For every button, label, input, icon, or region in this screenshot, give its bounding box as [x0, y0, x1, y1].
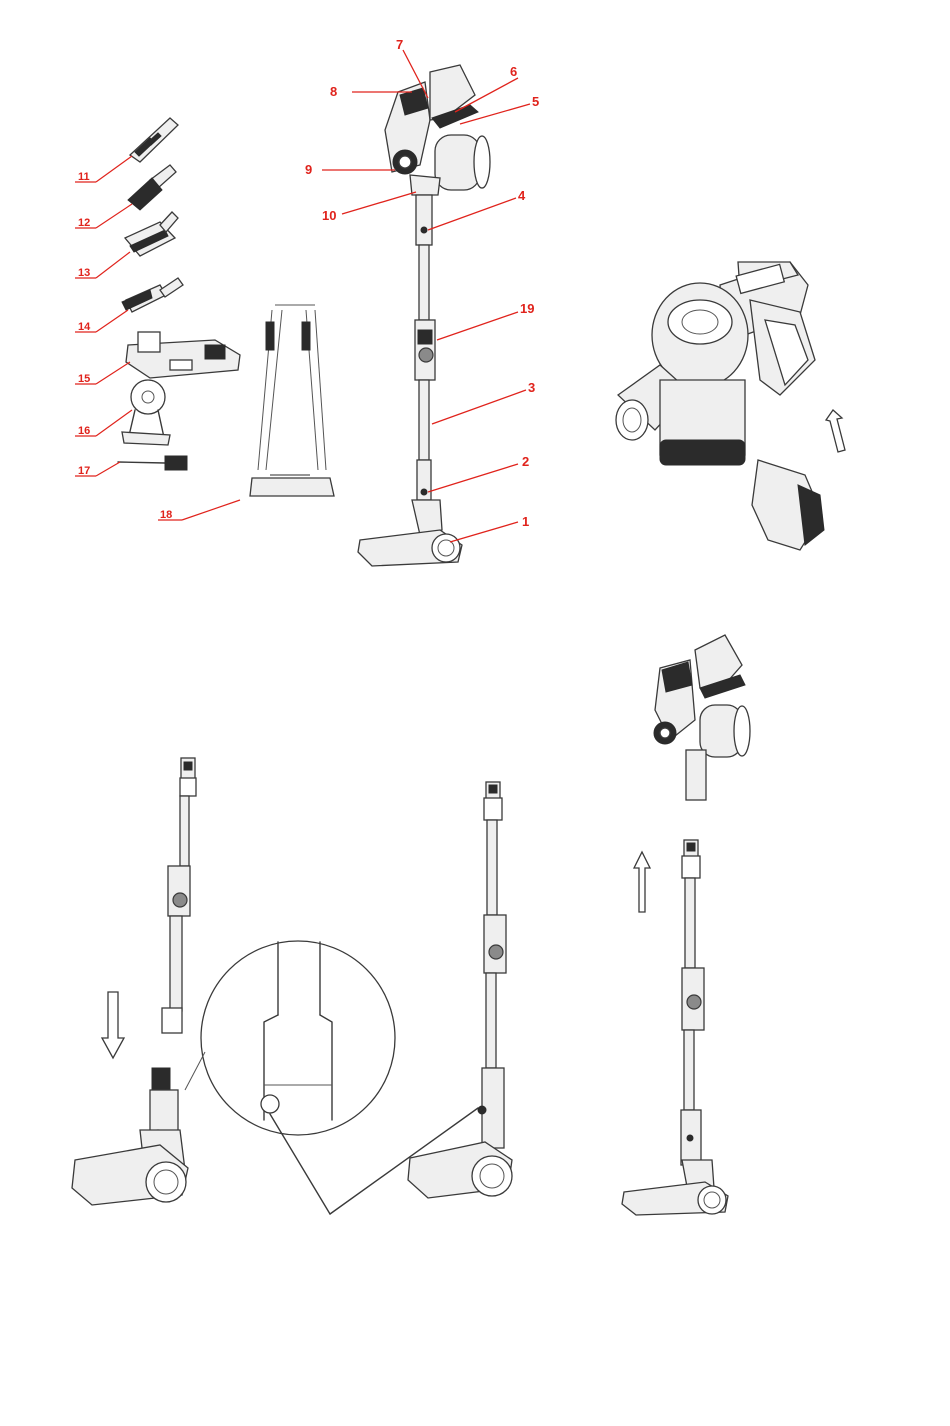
direction-arrow-up-right [826, 410, 845, 452]
callout-1: 1 [522, 514, 529, 529]
tube-assembly-step-1 [162, 758, 196, 1033]
callout-10: 10 [322, 208, 336, 223]
handheld-unit-side [654, 635, 750, 800]
callout-7: 7 [396, 37, 403, 52]
accessory-motorized-mini-head [125, 212, 178, 256]
direction-arrow-down [102, 992, 124, 1058]
callout-11: 11 [78, 171, 90, 183]
accessory-dust-brush [122, 278, 183, 312]
callout-13: 13 [78, 267, 90, 279]
callout-19: 19 [520, 301, 534, 316]
direction-arrow-up [634, 852, 650, 912]
tube-assembly-step-3 [622, 840, 728, 1215]
callout-15: 15 [78, 373, 90, 385]
accessory-mini-brush [128, 165, 176, 210]
callout-17: 17 [78, 465, 90, 477]
callout-12: 12 [78, 217, 90, 229]
callout-2: 2 [522, 454, 529, 469]
callout-9: 9 [305, 162, 312, 177]
callout-16: 16 [78, 425, 90, 437]
floor-brush [358, 500, 462, 566]
callout-18: 18 [160, 509, 172, 521]
tube-assembly-step-2 [408, 782, 512, 1198]
handheld-battery-insert [616, 262, 824, 550]
callout-14: 14 [78, 321, 91, 333]
callout-8: 8 [330, 84, 337, 99]
callout-4: 4 [518, 188, 526, 203]
extension-tube [415, 195, 435, 500]
callout-5: 5 [532, 94, 539, 109]
accessory-charger-cable [118, 456, 187, 470]
accessory-crevice-tool [130, 118, 178, 162]
callout-3: 3 [528, 380, 535, 395]
callout-6: 6 [510, 64, 517, 79]
vacuum-handheld-unit [385, 65, 490, 195]
floor-brush-step-1 [72, 1068, 188, 1205]
accessory-wall-charging-base [126, 332, 240, 378]
accessory-charging-stand [250, 305, 334, 496]
